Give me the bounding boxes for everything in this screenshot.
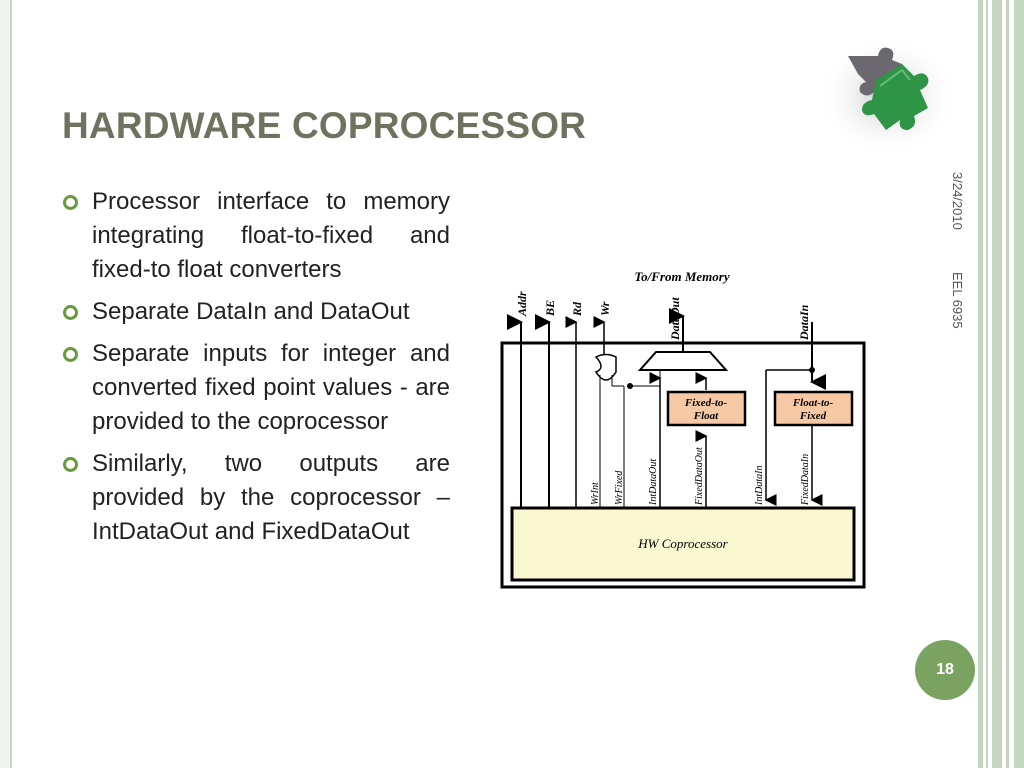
bullet-ring-icon [63,347,78,362]
signal-rd: Rd [570,301,584,317]
float-to-fixed-block [773,390,854,427]
bullet-item: Processor interface to memory integratin… [62,185,450,287]
signal-intdatain: IntDataIn [754,466,765,506]
right-stripes-decoration [974,0,1024,768]
slide-date: 3/24/2010 [950,172,965,230]
bullet-ring-icon [63,195,78,210]
left-border-decoration [0,0,12,768]
bullet-item: Separate DataIn and DataOut [62,295,450,329]
svg-text:Fixed-to-: Fixed-to- [684,397,727,409]
output-mux-icon [637,351,729,371]
signal-wrfixed: WrFixed [614,470,625,505]
slide-title: HARDWARE COPROCESSOR [62,105,587,146]
signal-be: BE [543,300,557,317]
hw-coprocessor-block [510,506,856,582]
coprocessor-diagram: To/From Memory HW Coprocessor Addr BE Rd… [500,269,866,589]
page-number-badge: 18 [915,640,975,700]
memory-label: To/From Memory [634,269,729,284]
signal-datain: DataIn [797,304,811,341]
signal-wrint: WrInt [590,482,601,505]
puzzle-icon [818,36,958,156]
coprocessor-label: HW Coprocessor [637,536,728,551]
course-code: EEL 6935 [950,272,965,329]
or-gate-icon [594,353,617,381]
signal-wr: Wr [598,301,612,316]
vertical-footer: 3/24/2010 EEL 6935 [950,168,970,348]
svg-text:Fixed: Fixed [799,410,827,422]
svg-text:Float-to-: Float-to- [792,397,834,409]
signal-intdataout: IntDataOut [648,459,659,506]
fixed-to-float-block [666,390,747,427]
bullet-item: Separate inputs for integer and converte… [62,337,450,439]
bullet-ring-icon [63,305,78,320]
bullet-list: Processor interface to memory integratin… [62,185,450,557]
bullet-item: Similarly, two outputs are provided by t… [62,447,450,549]
signal-addr: Addr [515,291,529,317]
signal-dataout: DataOut [668,297,682,341]
signal-fixeddataout: FixedDataOut [694,447,705,506]
bullet-ring-icon [63,457,78,472]
signal-fixeddatain: FixedDataIn [800,454,811,506]
svg-text:Float: Float [693,410,719,422]
